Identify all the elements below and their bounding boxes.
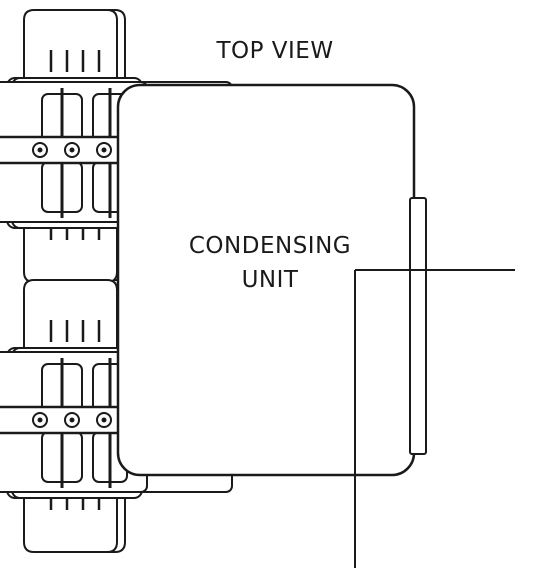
bolt-center: [101, 417, 107, 423]
bolt-center: [101, 147, 107, 153]
foot-pad: [23, 9, 118, 83]
bolt-center: [37, 147, 43, 153]
foot-pad: [23, 279, 118, 353]
unit-label-line2: UNIT: [241, 267, 299, 293]
isolator-assembly: [0, 9, 152, 283]
unit-label-line1: CONDENSING: [188, 233, 352, 259]
view-title: TOP VIEW: [216, 38, 334, 64]
bolt-center: [37, 417, 43, 423]
bolt-center: [69, 147, 75, 153]
service-panel: [409, 197, 427, 455]
bolt-center: [69, 417, 75, 423]
